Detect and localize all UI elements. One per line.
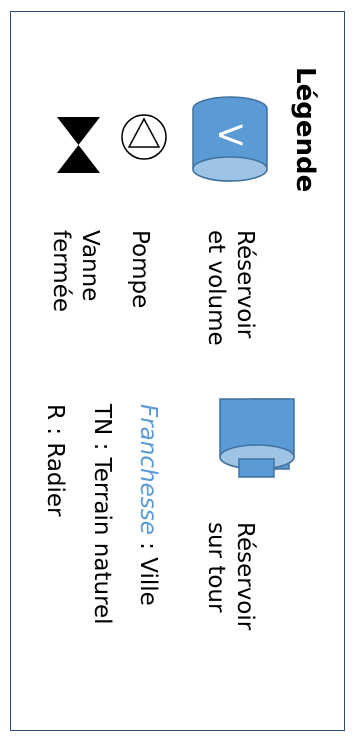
legend-content: Légende V Réservoir et volume Pompe Vann…	[9, 12, 344, 732]
pump-icon	[121, 114, 167, 160]
legend-title: Légende	[290, 67, 320, 193]
reservoir-volume-letter: V	[211, 124, 249, 146]
pump-label: Pompe	[127, 230, 153, 309]
franchesse-label: Franchesse : Ville	[133, 404, 162, 606]
franchesse-suffix: : Ville	[135, 534, 161, 606]
legend-frame: Légende V Réservoir et volume Pompe Vann…	[10, 11, 345, 731]
valve-label: Vanne fermée	[48, 230, 103, 313]
reservoir-volume-icon: V	[192, 96, 268, 182]
reservoir-label: Réservoir et volume	[203, 230, 258, 346]
tower-label: Réservoir sur tour	[203, 522, 258, 631]
closed-valve-icon	[57, 117, 100, 173]
tower-reservoir-icon	[219, 398, 295, 478]
radier-label: R : Radier	[42, 404, 68, 517]
franchesse-name: Franchesse	[135, 404, 161, 535]
tn-label: TN : Terrain naturel	[89, 404, 115, 625]
